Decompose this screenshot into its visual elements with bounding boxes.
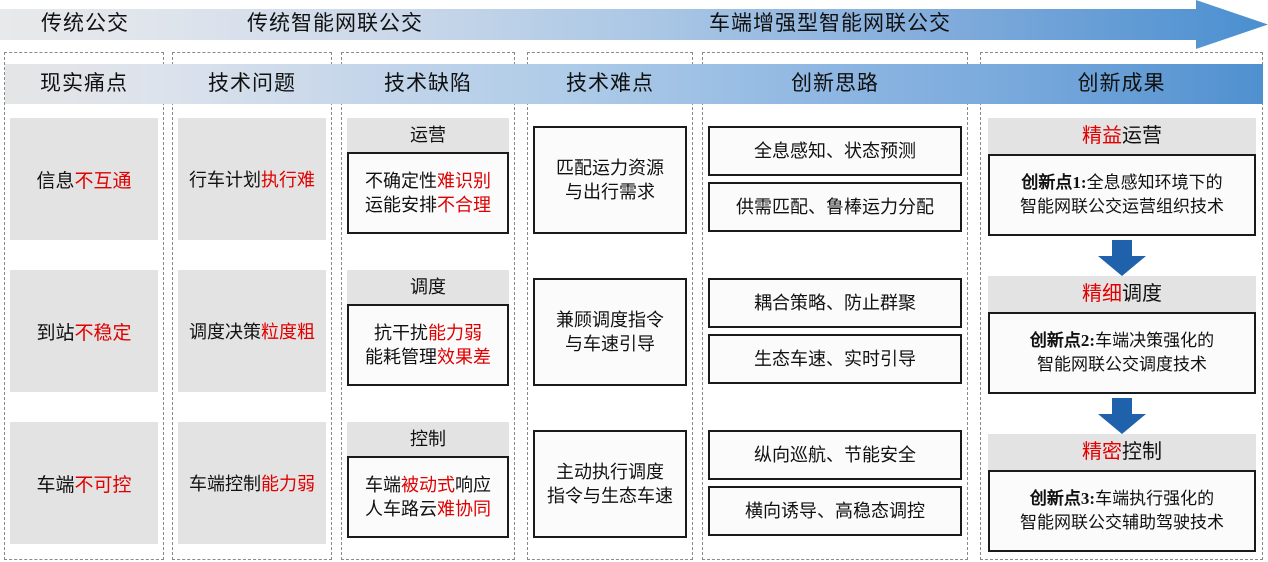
result-caption-plain-1: 运营 — [1122, 125, 1162, 147]
result-line-3-2: 智能网联公交辅助驾驶技术 — [1020, 513, 1224, 532]
banner-segment-label-1: 传统公交 — [41, 11, 129, 35]
innovation-result-caption-2: 精细调度 — [988, 276, 1256, 312]
tech-difficulty-line-2-2: 与车速引导 — [565, 334, 655, 354]
tech-problem-text-3: 车端控制能力弱 — [189, 474, 315, 494]
tech-defect-caption-2: 调度 — [347, 270, 509, 304]
innovation-idea-box-3-bottom: 横向诱导、高稳态调控 — [708, 486, 962, 536]
banner-segment-label-2: 传统智能网联公交 — [247, 11, 423, 35]
pain-point-text-2: 到站不稳定 — [36, 322, 132, 344]
tech-problem-cell-3: 车端控制能力弱 — [178, 422, 326, 544]
innovation-idea-box-2-bottom: 生态车速、实时引导 — [708, 334, 962, 384]
innovation-result-box-1: 创新点1:全息感知环境下的 智能网联公交运营组织技术 — [988, 154, 1256, 236]
tech-defect-caption-1: 运营 — [347, 118, 509, 152]
result-line-1-1: 创新点1:全息感知环境下的 — [1021, 173, 1223, 193]
pain-point-text-3: 车端不可控 — [36, 474, 132, 496]
result-line-3-1: 创新点3:车端执行强化的 — [1029, 489, 1215, 509]
column-header-tech-defects: 技术缺陷 — [384, 71, 472, 95]
tech-defect-box-1: 不确定性难识别 运能安排不合理 — [347, 152, 509, 234]
innovation-idea-box-1-bottom: 供需匹配、鲁棒运力分配 — [708, 182, 962, 232]
banner-arrow-shape — [0, 0, 1268, 49]
tech-difficulty-line-2-1: 兼顾调度指令 — [556, 309, 664, 330]
pain-point-text-1: 信息不互通 — [36, 170, 132, 192]
tech-problem-text-2: 调度决策粒度粗 — [189, 322, 315, 342]
tech-defect-caption-3: 控制 — [347, 422, 509, 456]
result-caption-highlight-3: 精密 — [1082, 441, 1122, 463]
result-caption-highlight-1: 精益 — [1082, 125, 1122, 147]
result-caption-plain-3: 控制 — [1122, 441, 1162, 463]
down-arrow-icon-1 — [1098, 240, 1146, 276]
innovation-idea-box-1-top: 全息感知、状态预测 — [708, 126, 962, 176]
evolution-banner-arrow: 传统公交 传统智能网联公交 车端增强型智能网联公交 — [0, 0, 1268, 50]
column-header-innovation-ideas: 创新思路 — [791, 71, 879, 95]
tech-defect-line-3-2: 人车路云难协同 — [365, 499, 491, 519]
tech-difficulty-box-2: 兼顾调度指令 与车速引导 — [533, 278, 687, 386]
column-header-band — [5, 64, 1263, 104]
pain-point-cell-2: 到站不稳定 — [10, 270, 158, 392]
tech-problem-cell-2: 调度决策粒度粗 — [178, 270, 326, 392]
result-caption-highlight-2: 精细 — [1082, 283, 1122, 305]
result-caption-plain-2: 调度 — [1122, 283, 1162, 305]
column-frame-tech-problems — [172, 52, 332, 560]
column-frame-innovation-results — [980, 52, 1263, 560]
tech-difficulty-box-1: 匹配运力资源 与出行需求 — [533, 126, 687, 234]
tech-difficulty-line-3-1: 主动执行调度 — [556, 461, 664, 482]
pain-point-cell-3: 车端不可控 — [10, 422, 158, 544]
tech-difficulty-line-3-2: 指令与生态车速 — [547, 486, 673, 506]
banner-segment-label-3: 车端增强型智能网联公交 — [709, 11, 951, 35]
tech-defect-box-2: 抗干扰能力弱 能耗管理效果差 — [347, 304, 509, 386]
tech-defect-line-2-2: 能耗管理效果差 — [365, 347, 491, 367]
down-arrow-icon-2 — [1098, 398, 1146, 434]
tech-defect-line-3-1: 车端被动式响应 — [365, 474, 491, 495]
column-frame-tech-defects — [341, 52, 515, 560]
innovation-idea-box-2-top: 耦合策略、防止群聚 — [708, 278, 962, 328]
column-header-tech-problems: 技术问题 — [208, 71, 296, 95]
column-header-innovation-results: 创新成果 — [1077, 71, 1166, 95]
tech-difficulty-line-1-1: 匹配运力资源 — [556, 157, 664, 178]
tech-defect-line-1-1: 不确定性难识别 — [365, 170, 491, 191]
tech-difficulty-line-1-2: 与出行需求 — [565, 182, 655, 202]
innovation-result-caption-1: 精益运营 — [988, 118, 1256, 154]
column-frame-innovation-ideas — [702, 52, 968, 560]
tech-difficulty-box-3: 主动执行调度 指令与生态车速 — [533, 430, 687, 538]
innovation-result-box-3: 创新点3:车端执行强化的 智能网联公交辅助驾驶技术 — [988, 470, 1256, 552]
result-line-1-2: 智能网联公交运营组织技术 — [1020, 197, 1224, 216]
tech-defect-line-1-2: 运能安排不合理 — [365, 195, 491, 215]
tech-problem-text-1: 行车计划执行难 — [189, 170, 315, 190]
column-header-tech-difficulties: 技术难点 — [566, 71, 654, 95]
result-line-2-2: 智能网联公交调度技术 — [1037, 355, 1207, 374]
column-frame-tech-difficulties — [527, 52, 693, 560]
innovation-result-box-2: 创新点2:车端决策强化的 智能网联公交调度技术 — [988, 312, 1256, 394]
result-line-2-1: 创新点2:车端决策强化的 — [1029, 331, 1215, 351]
column-frame-pain-points — [4, 52, 164, 560]
tech-problem-cell-1: 行车计划执行难 — [178, 118, 326, 240]
tech-defect-box-3: 车端被动式响应 人车路云难协同 — [347, 456, 509, 538]
tech-defect-line-2-1: 抗干扰能力弱 — [374, 322, 482, 343]
innovation-idea-box-3-top: 纵向巡航、节能安全 — [708, 430, 962, 480]
innovation-result-caption-3: 精密控制 — [988, 434, 1256, 470]
pain-point-cell-1: 信息不互通 — [10, 118, 158, 240]
column-header-pain-points: 现实痛点 — [40, 71, 128, 95]
